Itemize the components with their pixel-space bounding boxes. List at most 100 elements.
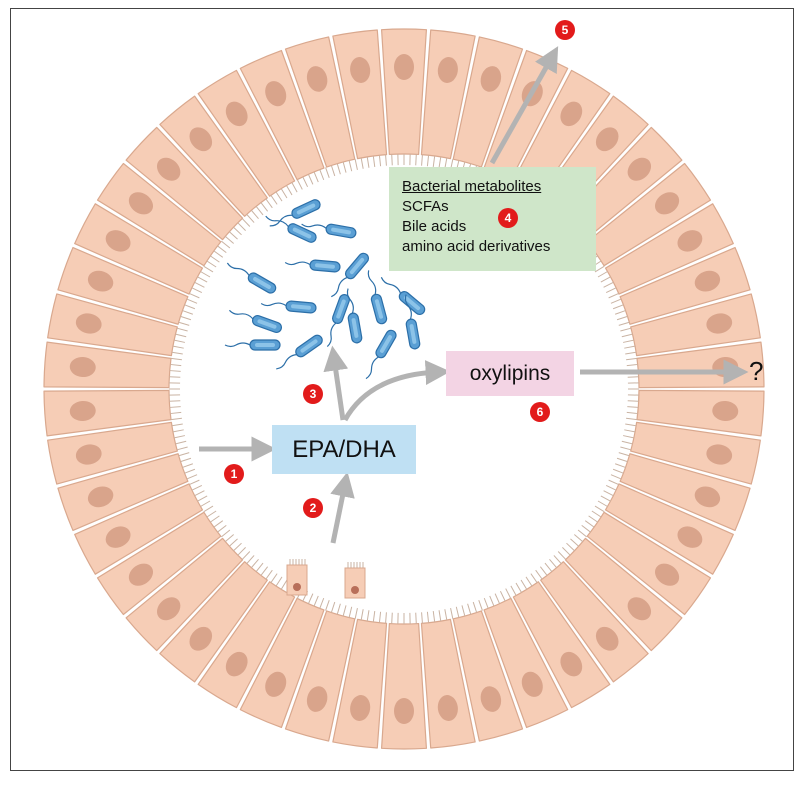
microvillus (574, 534, 584, 543)
epithelial-cell (420, 29, 476, 160)
microvillus (336, 603, 341, 615)
microvillus (623, 435, 634, 439)
flagellum (346, 288, 354, 314)
epithelial-cell (159, 95, 268, 217)
microvillus (557, 551, 567, 560)
flagellum (226, 262, 250, 276)
microvillus (415, 612, 417, 624)
epithelial-cell (239, 49, 325, 181)
epithelial-cell (564, 537, 683, 652)
microvillus (210, 255, 220, 263)
microvillus (319, 169, 325, 181)
microvillus (366, 610, 370, 622)
microvillus (605, 287, 617, 294)
epithelial-cell (452, 610, 524, 742)
bacterium (276, 334, 323, 370)
epithelial-cell (619, 246, 751, 325)
flagellum (331, 276, 348, 298)
microvillus (330, 601, 336, 613)
flagellum (301, 223, 327, 229)
microvillus (250, 559, 259, 569)
badge-2: 2 (303, 498, 323, 518)
cell-nucleus (225, 651, 248, 677)
microvillus (246, 214, 255, 223)
cell-nucleus (189, 626, 213, 651)
microvillus (189, 292, 200, 299)
microvillus (307, 593, 314, 604)
cell-nucleus (677, 230, 703, 252)
microvillus (307, 174, 314, 185)
microvillus (172, 345, 184, 349)
flagellum (260, 302, 287, 307)
microvillus (608, 479, 619, 486)
microvillus (189, 479, 200, 486)
bacterium (367, 270, 388, 325)
microvillus (426, 611, 430, 623)
microvillus (270, 195, 278, 205)
microvillus (570, 538, 579, 547)
microvillus (614, 463, 626, 468)
epithelial-cell (452, 36, 524, 168)
microvillus (217, 524, 227, 533)
microvillus (354, 159, 358, 170)
microvillus (203, 505, 214, 513)
cell-nucleus (394, 54, 414, 80)
cell-nucleus (706, 444, 733, 465)
microvillus (472, 601, 478, 613)
microvillus (174, 339, 185, 343)
microvillus (618, 321, 630, 326)
cell-nucleus (128, 563, 154, 586)
epithelial-cell (125, 537, 244, 652)
bacterium-highlight (403, 295, 421, 311)
microvillus (260, 566, 269, 576)
bacterium-highlight (253, 277, 271, 289)
microvillus (180, 457, 192, 463)
shed-enterocyte (344, 562, 366, 599)
epithelial-cell (619, 453, 751, 532)
bacterium (346, 288, 363, 344)
microvillus (233, 542, 242, 552)
microvillus (621, 333, 633, 338)
cell-nucleus (75, 444, 102, 465)
metabolites-heading: Bacterial metabolites (402, 178, 542, 195)
microvillus (210, 515, 220, 523)
microvillus (597, 500, 608, 507)
microvillus (378, 155, 382, 167)
microvillus (200, 500, 211, 507)
epithelial-cell (586, 511, 712, 616)
bacterial-metabolites-box: Bacterial metabolites SCFAs Bile acids a… (389, 167, 596, 271)
microvillus (620, 327, 632, 332)
microvillus (378, 611, 382, 623)
microvillus (229, 231, 238, 240)
epithelial-cell (74, 203, 204, 295)
shed-enterocyte (286, 559, 308, 596)
cell-nucleus (87, 486, 114, 508)
microvillus (612, 468, 624, 474)
figure-frame (10, 8, 794, 771)
flagellum (326, 322, 337, 348)
badge-1: 1 (224, 464, 244, 484)
microvillus (553, 555, 562, 564)
microvillus (450, 608, 454, 619)
microvillus (438, 156, 442, 168)
microvillus (597, 271, 608, 278)
cell-nucleus (627, 597, 652, 621)
cell-nucleus (480, 686, 502, 712)
microvillus (172, 429, 184, 433)
oxylipins-box: oxylipins (446, 351, 574, 396)
flagellum (365, 356, 379, 380)
microvillus (175, 440, 187, 445)
microvillus (620, 446, 632, 451)
microvillus (461, 605, 466, 617)
microvillus (432, 611, 436, 623)
flagellum (367, 270, 377, 295)
microvillus (170, 357, 182, 361)
badge-4: 4 (498, 208, 518, 228)
cell-nucleus (265, 81, 287, 107)
cell-nucleus (560, 101, 583, 127)
microvillus (336, 163, 341, 175)
bacterium-highlight (380, 335, 392, 353)
arrow-from-enterocytes (330, 471, 355, 544)
bacterium-highlight (300, 339, 318, 353)
cell-nucleus (87, 270, 114, 292)
